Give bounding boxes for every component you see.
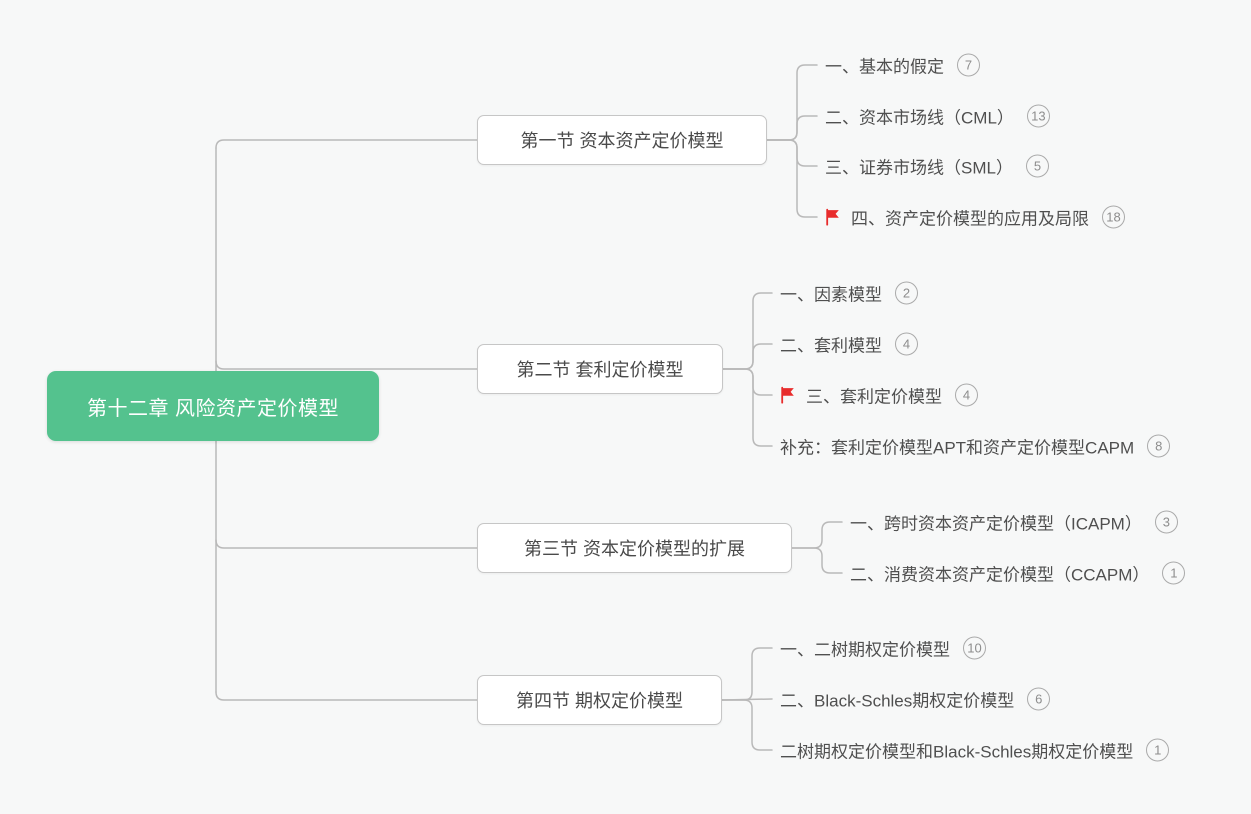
topic-label: 二、资本市场线（CML） [825, 108, 1014, 128]
topic-label: 补充：套利定价模型APT和资产定价模型CAPM [780, 438, 1135, 458]
topic-label: 一、二树期权定价模型 [780, 640, 950, 660]
topic-label: 一、跨时资本资产定价模型（ICAPM） [850, 514, 1142, 534]
section-label: 第二节 套利定价模型 [516, 360, 684, 380]
topic-row[interactable]: 二树期权定价模型和Black-Schles期权定价模型 1 [780, 738, 1170, 763]
topic-row[interactable]: 四、资产定价模型的应用及局限 18 [825, 205, 1125, 230]
section-label: 第四节 期权定价模型 [515, 691, 683, 711]
connector-line [215, 360, 478, 370]
connector-line [791, 521, 843, 549]
topic-row[interactable]: 二、资本市场线（CML） 13 [825, 104, 1050, 129]
topic-row[interactable]: 补充：套利定价模型APT和资产定价模型CAPM 8 [780, 434, 1171, 459]
topic-row[interactable]: 二、Black-Schles期权定价模型 6 [780, 687, 1051, 712]
topic-row[interactable]: 一、二树期权定价模型 10 [780, 636, 986, 661]
topic-row[interactable]: 一、因素模型 2 [780, 281, 918, 306]
connector-line [215, 691, 478, 701]
topic-row[interactable]: 一、基本的假定 7 [825, 53, 980, 78]
topic-label: 一、基本的假定 [825, 57, 944, 77]
note-count-badge: 5 [1025, 154, 1049, 178]
note-count-badge: 8 [1147, 434, 1171, 458]
connector-line [215, 139, 478, 149]
connector-line [722, 292, 773, 370]
connector-line [766, 64, 818, 141]
topic-label: 四、资产定价模型的应用及局限 [851, 209, 1089, 229]
connector-line [721, 647, 773, 701]
topic-row[interactable]: 三、套利定价模型 4 [780, 383, 978, 408]
note-count-badge: 18 [1102, 205, 1125, 229]
note-count-badge: 2 [895, 281, 918, 305]
connector-line [722, 368, 773, 396]
section-label: 第三节 资本定价模型的扩展 [524, 539, 745, 559]
note-count-badge: 1 [1162, 561, 1186, 585]
section-node-2[interactable]: 第二节 套利定价模型 [477, 344, 723, 394]
note-count-badge: 10 [963, 636, 986, 660]
topic-row[interactable]: 三、证券市场线（SML） 5 [825, 154, 1049, 179]
connector-line [722, 343, 773, 370]
section-node-3[interactable]: 第三节 资本定价模型的扩展 [477, 523, 792, 573]
connector-line [722, 368, 773, 447]
topic-label: 二、Black-Schles期权定价模型 [780, 691, 1015, 711]
connector-line [791, 547, 843, 574]
topic-row[interactable]: 二、套利模型 4 [780, 332, 918, 357]
connector-line [766, 115, 818, 141]
topic-label: 二、消费资本资产定价模型（CCAPM） [850, 565, 1150, 585]
connector-line [215, 539, 478, 549]
connector-line [721, 699, 773, 751]
flag-icon [780, 386, 796, 404]
section-node-4[interactable]: 第四节 期权定价模型 [477, 675, 722, 725]
topic-label: 三、证券市场线（SML） [825, 158, 1013, 178]
flag-icon [825, 208, 841, 226]
note-count-badge: 3 [1154, 510, 1178, 534]
topic-label: 二树期权定价模型和Black-Schles期权定价模型 [780, 742, 1134, 762]
topic-label: 三、套利定价模型 [806, 387, 942, 407]
note-count-badge: 4 [955, 383, 978, 407]
connector-line [766, 139, 818, 218]
note-count-badge: 13 [1026, 104, 1050, 128]
note-count-badge: 1 [1146, 738, 1170, 762]
connector-line [766, 139, 818, 167]
note-count-badge: 4 [895, 332, 918, 356]
note-count-badge: 6 [1027, 687, 1051, 711]
topic-row[interactable]: 一、跨时资本资产定价模型（ICAPM） 3 [850, 510, 1178, 535]
section-node-1[interactable]: 第一节 资本资产定价模型 [477, 115, 767, 165]
root-node-label: 第十二章 风险资产定价模型 [86, 397, 340, 420]
root-node[interactable]: 第十二章 风险资产定价模型 [47, 371, 379, 441]
topic-label: 一、因素模型 [780, 285, 882, 305]
note-count-badge: 7 [957, 53, 980, 77]
section-label: 第一节 资本资产定价模型 [520, 131, 724, 151]
topic-row[interactable]: 二、消费资本资产定价模型（CCAPM） 1 [850, 561, 1186, 586]
topic-label: 二、套利模型 [780, 336, 882, 356]
